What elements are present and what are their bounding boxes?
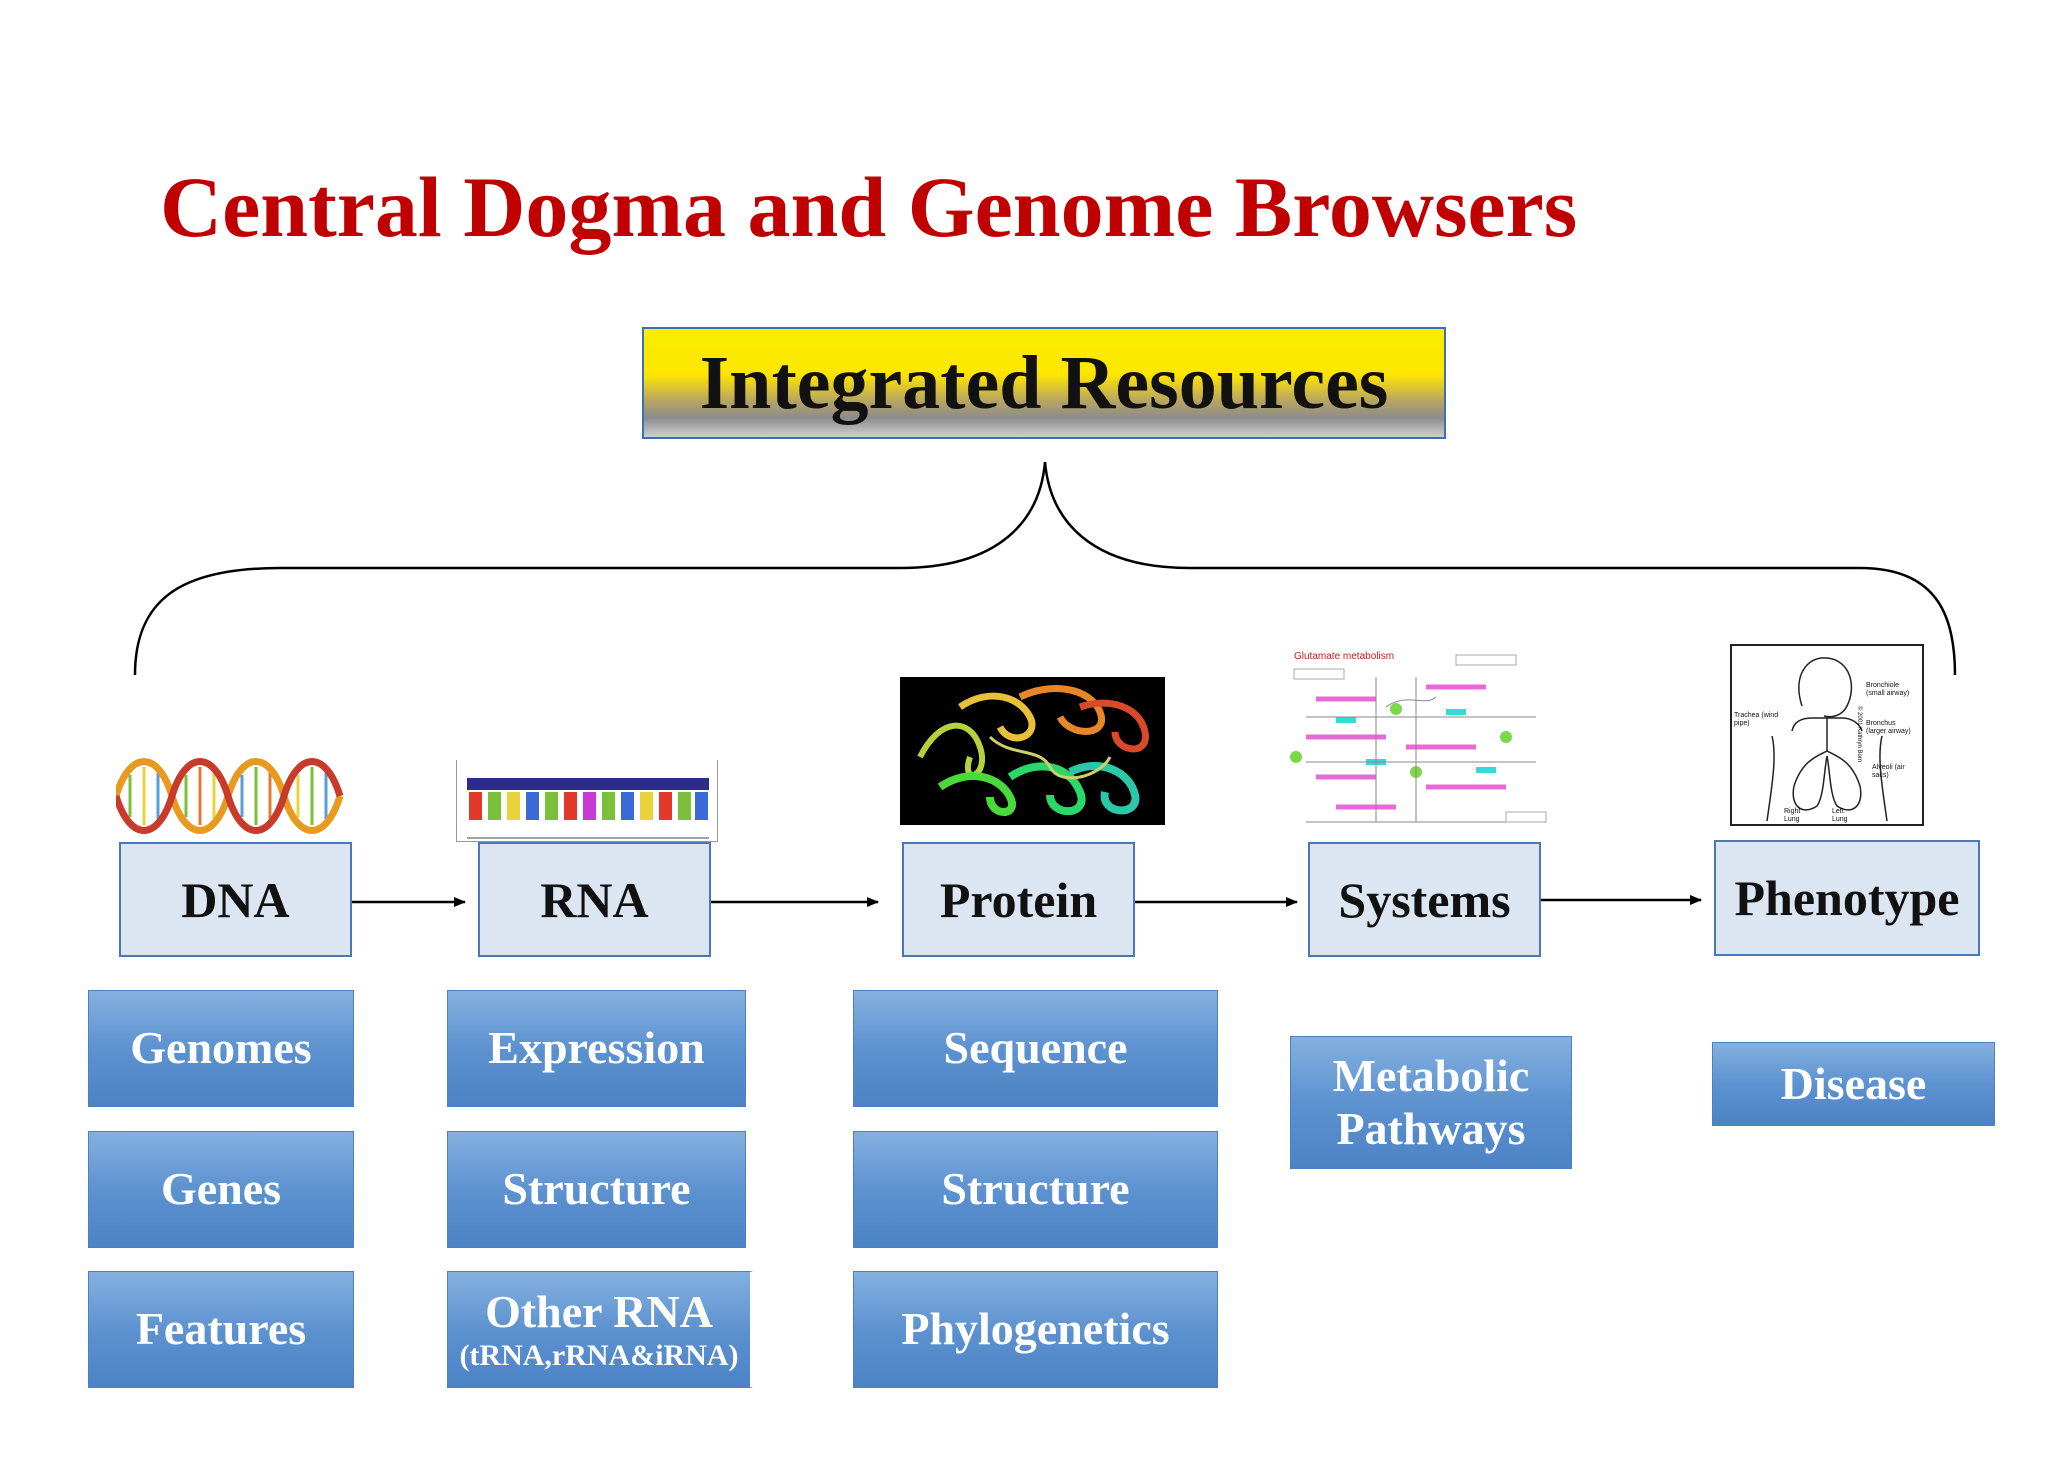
- resource-other-rna-label: Other RNA: [485, 1285, 713, 1337]
- anatomy-label-right-lung: Right Lung: [1784, 808, 1801, 823]
- resource-protein-structure: Structure: [853, 1131, 1218, 1248]
- metabolic-pathway-image: Glutamate metabolism: [1276, 647, 1568, 833]
- pathway-image-title: Glutamate metabolism: [1294, 651, 1395, 662]
- integrated-resources-box: Integrated Resources: [642, 327, 1446, 439]
- resource-phylogenetics-label: Phylogenetics: [901, 1303, 1170, 1355]
- resource-pathways-label: Pathways: [1336, 1102, 1526, 1154]
- resource-genomes-label: Genomes: [130, 1022, 312, 1074]
- stage-rna-label: RNA: [540, 871, 649, 928]
- stage-phenotype: Phenotype: [1714, 840, 1980, 956]
- slide-title: Central Dogma and Genome Browsers: [160, 159, 1578, 255]
- anatomy-label-left-lung: Left Lung: [1832, 808, 1848, 823]
- respiratory-anatomy-image: Trachea (wind pipe) Bronchiole (small ai…: [1730, 644, 1924, 826]
- resource-expression: Expression: [447, 990, 746, 1107]
- resource-rna-structure: Structure: [447, 1131, 746, 1248]
- anatomy-label-alveoli: Alveoli (air sacs): [1872, 764, 1905, 779]
- resource-other-rna: Other RNA (tRNA,rRNA&iRNA): [447, 1271, 753, 1388]
- resource-features: Features: [88, 1271, 354, 1388]
- stage-dna: DNA: [119, 842, 352, 957]
- stage-phenotype-label: Phenotype: [1734, 870, 1960, 926]
- resource-expression-label: Expression: [488, 1022, 705, 1074]
- integrated-resources-label: Integrated Resources: [699, 340, 1389, 425]
- resource-genes-label: Genes: [160, 1163, 282, 1215]
- stage-protein: Protein: [902, 842, 1135, 957]
- stage-systems-label: Systems: [1338, 871, 1511, 928]
- resource-genomes: Genomes: [88, 990, 354, 1107]
- resource-phylogenetics: Phylogenetics: [853, 1271, 1218, 1388]
- stage-rna: RNA: [478, 842, 711, 957]
- anatomy-label-bronchus: Bronchus (larger airway): [1866, 720, 1911, 735]
- dna-helix-image: [116, 755, 348, 837]
- resource-metabolic-label: Metabolic: [1332, 1049, 1530, 1101]
- resource-other-rna-types: (tRNA,rRNA&iRNA): [459, 1338, 739, 1372]
- anatomy-label-bronchiole: Bronchiole (small airway): [1866, 682, 1910, 697]
- protein-structure-image: [900, 677, 1165, 825]
- resource-rna-structure-label: Structure: [502, 1163, 691, 1215]
- anatomy-copyright: © 2001 Kathryn Born: [1856, 706, 1862, 763]
- stage-systems: Systems: [1308, 842, 1541, 957]
- resource-protein-structure-label: Structure: [941, 1163, 1130, 1215]
- resource-sequence: Sequence: [853, 990, 1218, 1107]
- rna-strand-image: [456, 760, 718, 842]
- resource-disease-label: Disease: [1780, 1057, 1927, 1109]
- stage-protein-label: Protein: [939, 871, 1098, 928]
- resource-genes: Genes: [88, 1131, 354, 1248]
- resource-sequence-label: Sequence: [943, 1022, 1128, 1074]
- anatomy-label-trachea: Trachea (wind pipe): [1734, 712, 1779, 727]
- resource-disease: Disease: [1712, 1042, 1995, 1126]
- resource-features-label: Features: [135, 1303, 307, 1355]
- stage-dna-label: DNA: [181, 871, 290, 928]
- curly-brace: [133, 461, 1957, 676]
- resource-metabolic-pathways: Metabolic Pathways: [1290, 1036, 1572, 1169]
